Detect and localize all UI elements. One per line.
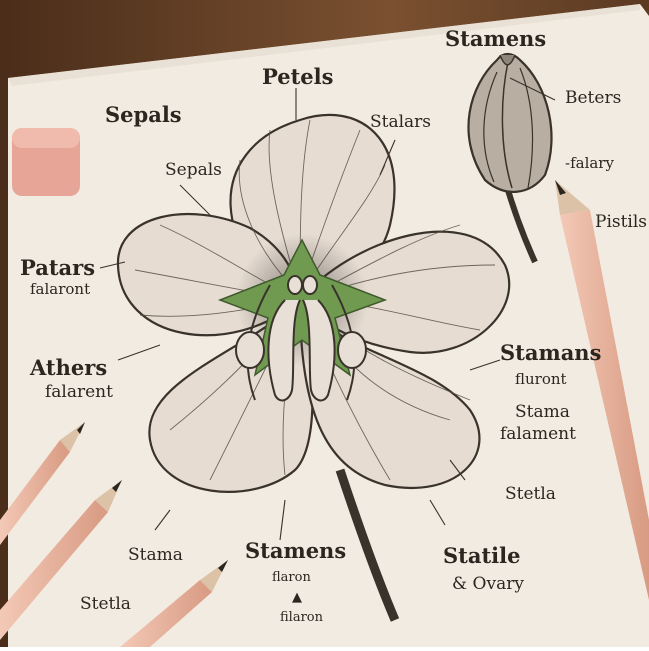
eraser: [12, 128, 80, 196]
label-ovary: & Ovary: [452, 574, 524, 594]
label-beters: Beters: [565, 88, 621, 108]
label-falarent: falarent: [45, 382, 113, 402]
label-petels: Petels: [262, 64, 333, 89]
label-sepals-small: Sepals: [165, 160, 222, 180]
label-falaront-left: falaront: [30, 280, 90, 298]
label-flaron-mark: ▲: [292, 590, 302, 605]
label-athers: Athers: [30, 355, 107, 380]
label-flaron: flaron: [272, 570, 311, 585]
label-stama-right: Stama: [515, 402, 570, 422]
label-falament: falament: [500, 424, 576, 444]
label-stetla-bottom: Stetla: [80, 594, 131, 614]
label-stamens-bottom: Stamens: [245, 538, 346, 563]
label-sepals-big: Sepals: [105, 102, 182, 127]
label-stamens-top: Stamens: [445, 26, 546, 51]
label-pistils: Pistils: [595, 212, 647, 232]
label-stalars: Stalars: [370, 112, 431, 132]
label-stamans: Stamans: [500, 340, 601, 365]
label-statile: Statile: [443, 543, 521, 568]
label-fluront: fluront: [515, 370, 567, 388]
label-filaron: filaron: [280, 610, 323, 625]
label-patars: Patars: [20, 255, 95, 280]
label-falary: -falary: [565, 154, 614, 172]
label-stama-bottom: Stama: [128, 545, 183, 565]
label-stetla: Stetla: [505, 484, 556, 504]
